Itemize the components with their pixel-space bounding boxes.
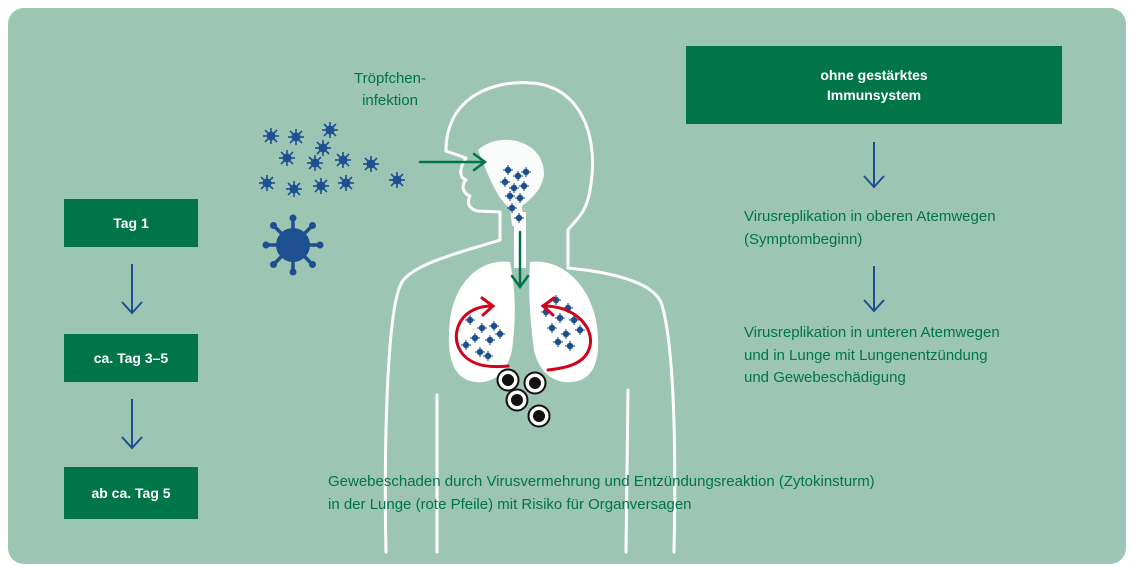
step1-line1: Virusreplikation in oberen Atemwegen	[744, 206, 1074, 229]
step-lower-airways: Virusreplikation in unteren Atemwegen un…	[744, 322, 1074, 390]
caption-line1: Gewebeschaden durch Virusvermehrung und …	[328, 471, 1068, 494]
caption: Gewebeschaden durch Virusvermehrung und …	[328, 471, 1068, 516]
arrow-down-icon	[862, 264, 886, 314]
cell-icon	[498, 370, 550, 427]
step2-line3: und Gewebeschädigung	[744, 367, 1074, 390]
arrow-right-icon	[420, 154, 485, 170]
step1-line2: (Symptombeginn)	[744, 229, 1074, 252]
step-upper-airways: Virusreplikation in oberen Atemwegen (Sy…	[744, 206, 1074, 251]
step2-line1: Virusreplikation in unteren Atemwegen	[744, 322, 1074, 345]
caption-line2: in der Lunge (rote Pfeile) mit Risiko fü…	[328, 494, 1068, 517]
right-flow-header-box: ohne gestärktes Immunsystem	[686, 46, 1062, 124]
header-line1: ohne gestärktes	[820, 65, 927, 85]
virus-cloud	[259, 122, 405, 197]
arrow-down-icon	[862, 140, 886, 190]
airway	[478, 140, 544, 268]
step2-line2: und in Lunge mit Lungenentzündung	[744, 345, 1074, 368]
header-line2: Immunsystem	[820, 85, 927, 105]
virus-icon	[263, 215, 324, 276]
